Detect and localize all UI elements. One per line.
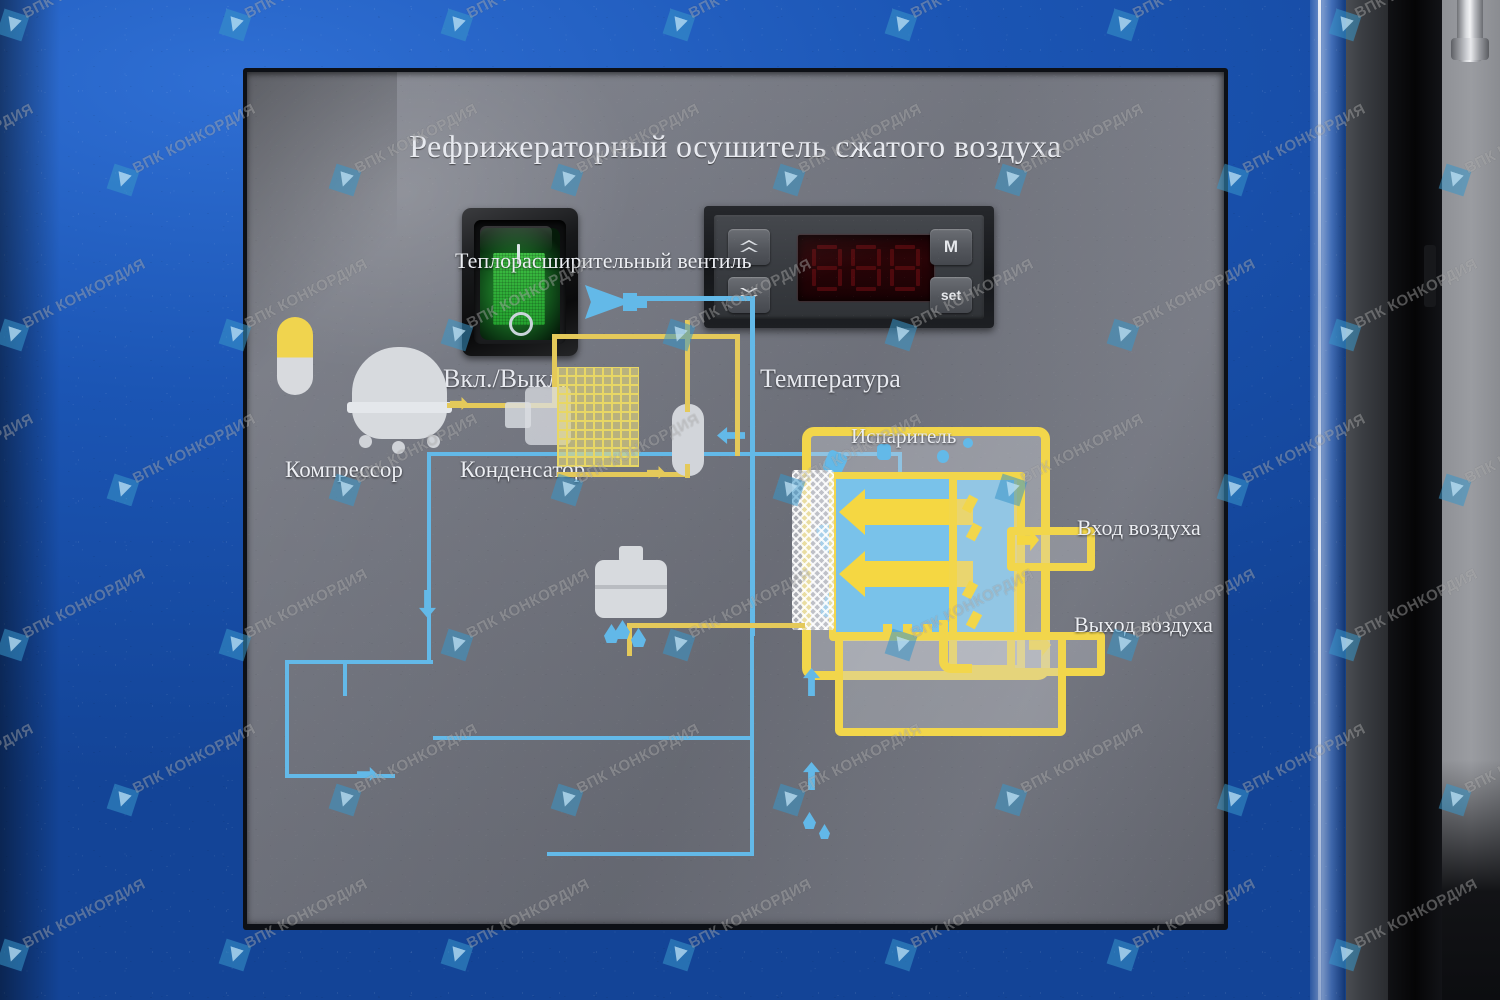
condensate-drip-icon [903, 624, 912, 638]
pipe-receiver-down [685, 464, 690, 478]
page-title: Рефрижераторный осушитель сжатого воздух… [409, 128, 1062, 164]
water-drop-icon [819, 824, 830, 839]
cold-dot-icon [937, 450, 949, 463]
pipe-comp-top [285, 660, 433, 664]
condensate-drain-vessel [595, 560, 667, 618]
power-switch-gloss [480, 226, 552, 252]
pipe-discharge-down [735, 334, 740, 456]
pipe-discharge-v [552, 334, 557, 408]
expansion-valve-icon [585, 285, 649, 319]
refrigeration-cycle-diagram: Компрессор Конденсатор [247, 72, 1224, 924]
drain-level-line [595, 585, 667, 589]
metal-rod-collar [1451, 38, 1489, 60]
compressor-band [347, 402, 452, 413]
pipe-receiver-up [685, 320, 690, 412]
flow-arrow-down-icon [419, 590, 436, 618]
compressor-label: Компрессор [285, 457, 403, 482]
suction-accumulator [277, 317, 313, 395]
pipe-return-down [750, 630, 754, 740]
flow-arrow-left-icon [717, 427, 745, 444]
pipe-comp-left [285, 660, 289, 778]
flow-arrow-right-icon [357, 767, 377, 781]
cabinet-right-edge [1310, 0, 1346, 1000]
condensate-drip-icon [883, 624, 892, 638]
condenser-label: Конденсатор [460, 457, 586, 482]
temperature-controller[interactable]: M set [704, 206, 994, 328]
pipe-suction-left [427, 452, 431, 664]
power-off-mark-icon [509, 312, 533, 336]
air-outlet-label: Выход воздуха [1074, 612, 1213, 637]
compressor-foot [359, 435, 372, 448]
pipe-return-bottom [547, 852, 754, 856]
evaporator-label: Испаритель [851, 424, 957, 448]
pipe-liquid-bottom [557, 472, 689, 477]
control-panel: Рефрижераторный осушитель сжатого воздух… [247, 72, 1224, 924]
power-switch[interactable] [462, 208, 578, 356]
water-drop-icon [803, 812, 816, 829]
cabinet-left-shadow [0, 0, 60, 1000]
pipe-drain-run [627, 623, 805, 628]
pipe-valve-out [645, 296, 755, 301]
hot-flow-arrow-icon [450, 397, 468, 410]
background-shadow-lower [1442, 760, 1500, 1000]
pipe-comp-accum-drop [343, 660, 347, 696]
pipe-discharge-h1 [447, 403, 557, 408]
pipe-suction-top [427, 452, 902, 456]
condenser-coil [557, 367, 639, 467]
frame-band-outer [1346, 0, 1388, 1000]
pipe-drain-stub [627, 628, 632, 656]
condensate-drip-icon [923, 624, 932, 638]
compressor-foot [392, 441, 405, 454]
cabinet-right-specular-highlight [1318, 0, 1321, 1000]
cold-swirl-icon [877, 444, 891, 460]
door-latch [1424, 245, 1436, 307]
water-drop-icon [631, 628, 646, 647]
return-flow-arrow-icon [803, 762, 820, 790]
cold-dot-icon [963, 438, 973, 448]
compressor-foot [427, 435, 440, 448]
air-filter-mesh [792, 470, 834, 630]
pipe-return-lower [750, 736, 754, 856]
condensate-chamber [835, 632, 1066, 736]
controller-faceplate: M set [714, 215, 984, 319]
temperature-label: Температура [760, 364, 901, 393]
pipe-comp-bottom [285, 774, 395, 778]
compressor-shell [352, 347, 447, 439]
liquid-flow-arrow-icon [647, 466, 665, 479]
drain-neck [619, 546, 643, 562]
air-inlet-port [1007, 527, 1095, 571]
power-on-mark-icon [517, 244, 520, 264]
expansion-valve-label: Теплорасширительный вентиль [455, 248, 752, 273]
air-inlet-label: Вход воздуха [1077, 515, 1201, 540]
drain-elbow-icon [939, 620, 972, 673]
pipe-return-horizontal [547, 736, 754, 740]
pipe-valve-down [750, 296, 755, 636]
frame-band-inner [1388, 0, 1442, 1000]
pipe-discharge-h2 [552, 334, 740, 339]
pipe-return-to-comp [433, 736, 551, 740]
